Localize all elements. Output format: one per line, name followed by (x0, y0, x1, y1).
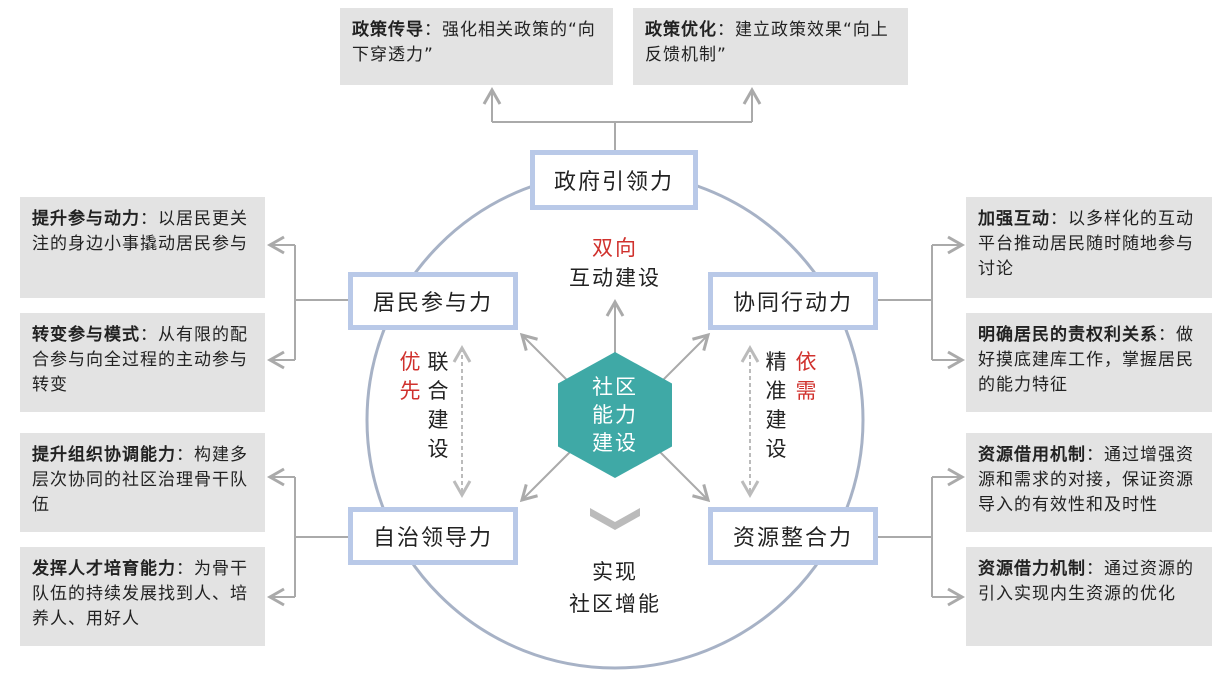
right-box-4: 资源借力机制：通过资源的引入实现内生资源的优化 (966, 547, 1212, 646)
gov-leadership-box: 政府引领力 (530, 150, 698, 210)
two-way-label: 双向 (592, 236, 638, 260)
top-box-policy-transmission: 政策传导：强化相关政策的“向下穿透力” (340, 8, 613, 85)
empower-label: 社区增能 (569, 592, 661, 616)
interact-label: 互动建设 (569, 266, 661, 290)
resource-integration-box: 资源整合力 (708, 507, 878, 565)
right-box-2: 明确居民的责权利关系：做好摸底建库工作，掌握居民的能力特征 (966, 313, 1212, 412)
center-hexagon: 社区能力建设 (558, 352, 672, 478)
top-box-policy-optimization: 政策优化：建立政策效果“向上反馈机制” (633, 8, 908, 85)
self-governance-box: 自治领导力 (348, 507, 518, 565)
resident-participation-box: 居民参与力 (348, 272, 518, 330)
left-box-3: 提升组织协调能力：构建多层次协同的社区治理骨干队伍 (20, 433, 265, 532)
right-box-1: 加强互动：以多样化的互动平台推动居民随时随地参与讨论 (966, 197, 1212, 298)
chevron-down-icon (590, 508, 640, 530)
precise-label: 精准建设 (765, 350, 787, 461)
coop-action-box: 协同行动力 (708, 272, 878, 330)
joint-label: 联合建设 (427, 350, 449, 461)
left-box-4: 发挥人才培育能力：为骨干队伍的持续发展找到人、培养人、用好人 (20, 547, 265, 646)
left-box-2: 转变参与模式：从有限的配合参与向全过程的主动参与转变 (20, 313, 265, 412)
center-label: 社区能力建设 (592, 375, 638, 455)
realize-label: 实现 (592, 560, 638, 584)
need-label: 依需 (795, 350, 817, 403)
right-box-3: 资源借用机制：通过增强资源和需求的对接，保证资源导入的有效性和及时性 (966, 433, 1212, 532)
left-box-1: 提升参与动力：以居民更关注的身边小事撬动居民参与 (20, 197, 265, 298)
priority-label: 优先 (399, 350, 421, 403)
